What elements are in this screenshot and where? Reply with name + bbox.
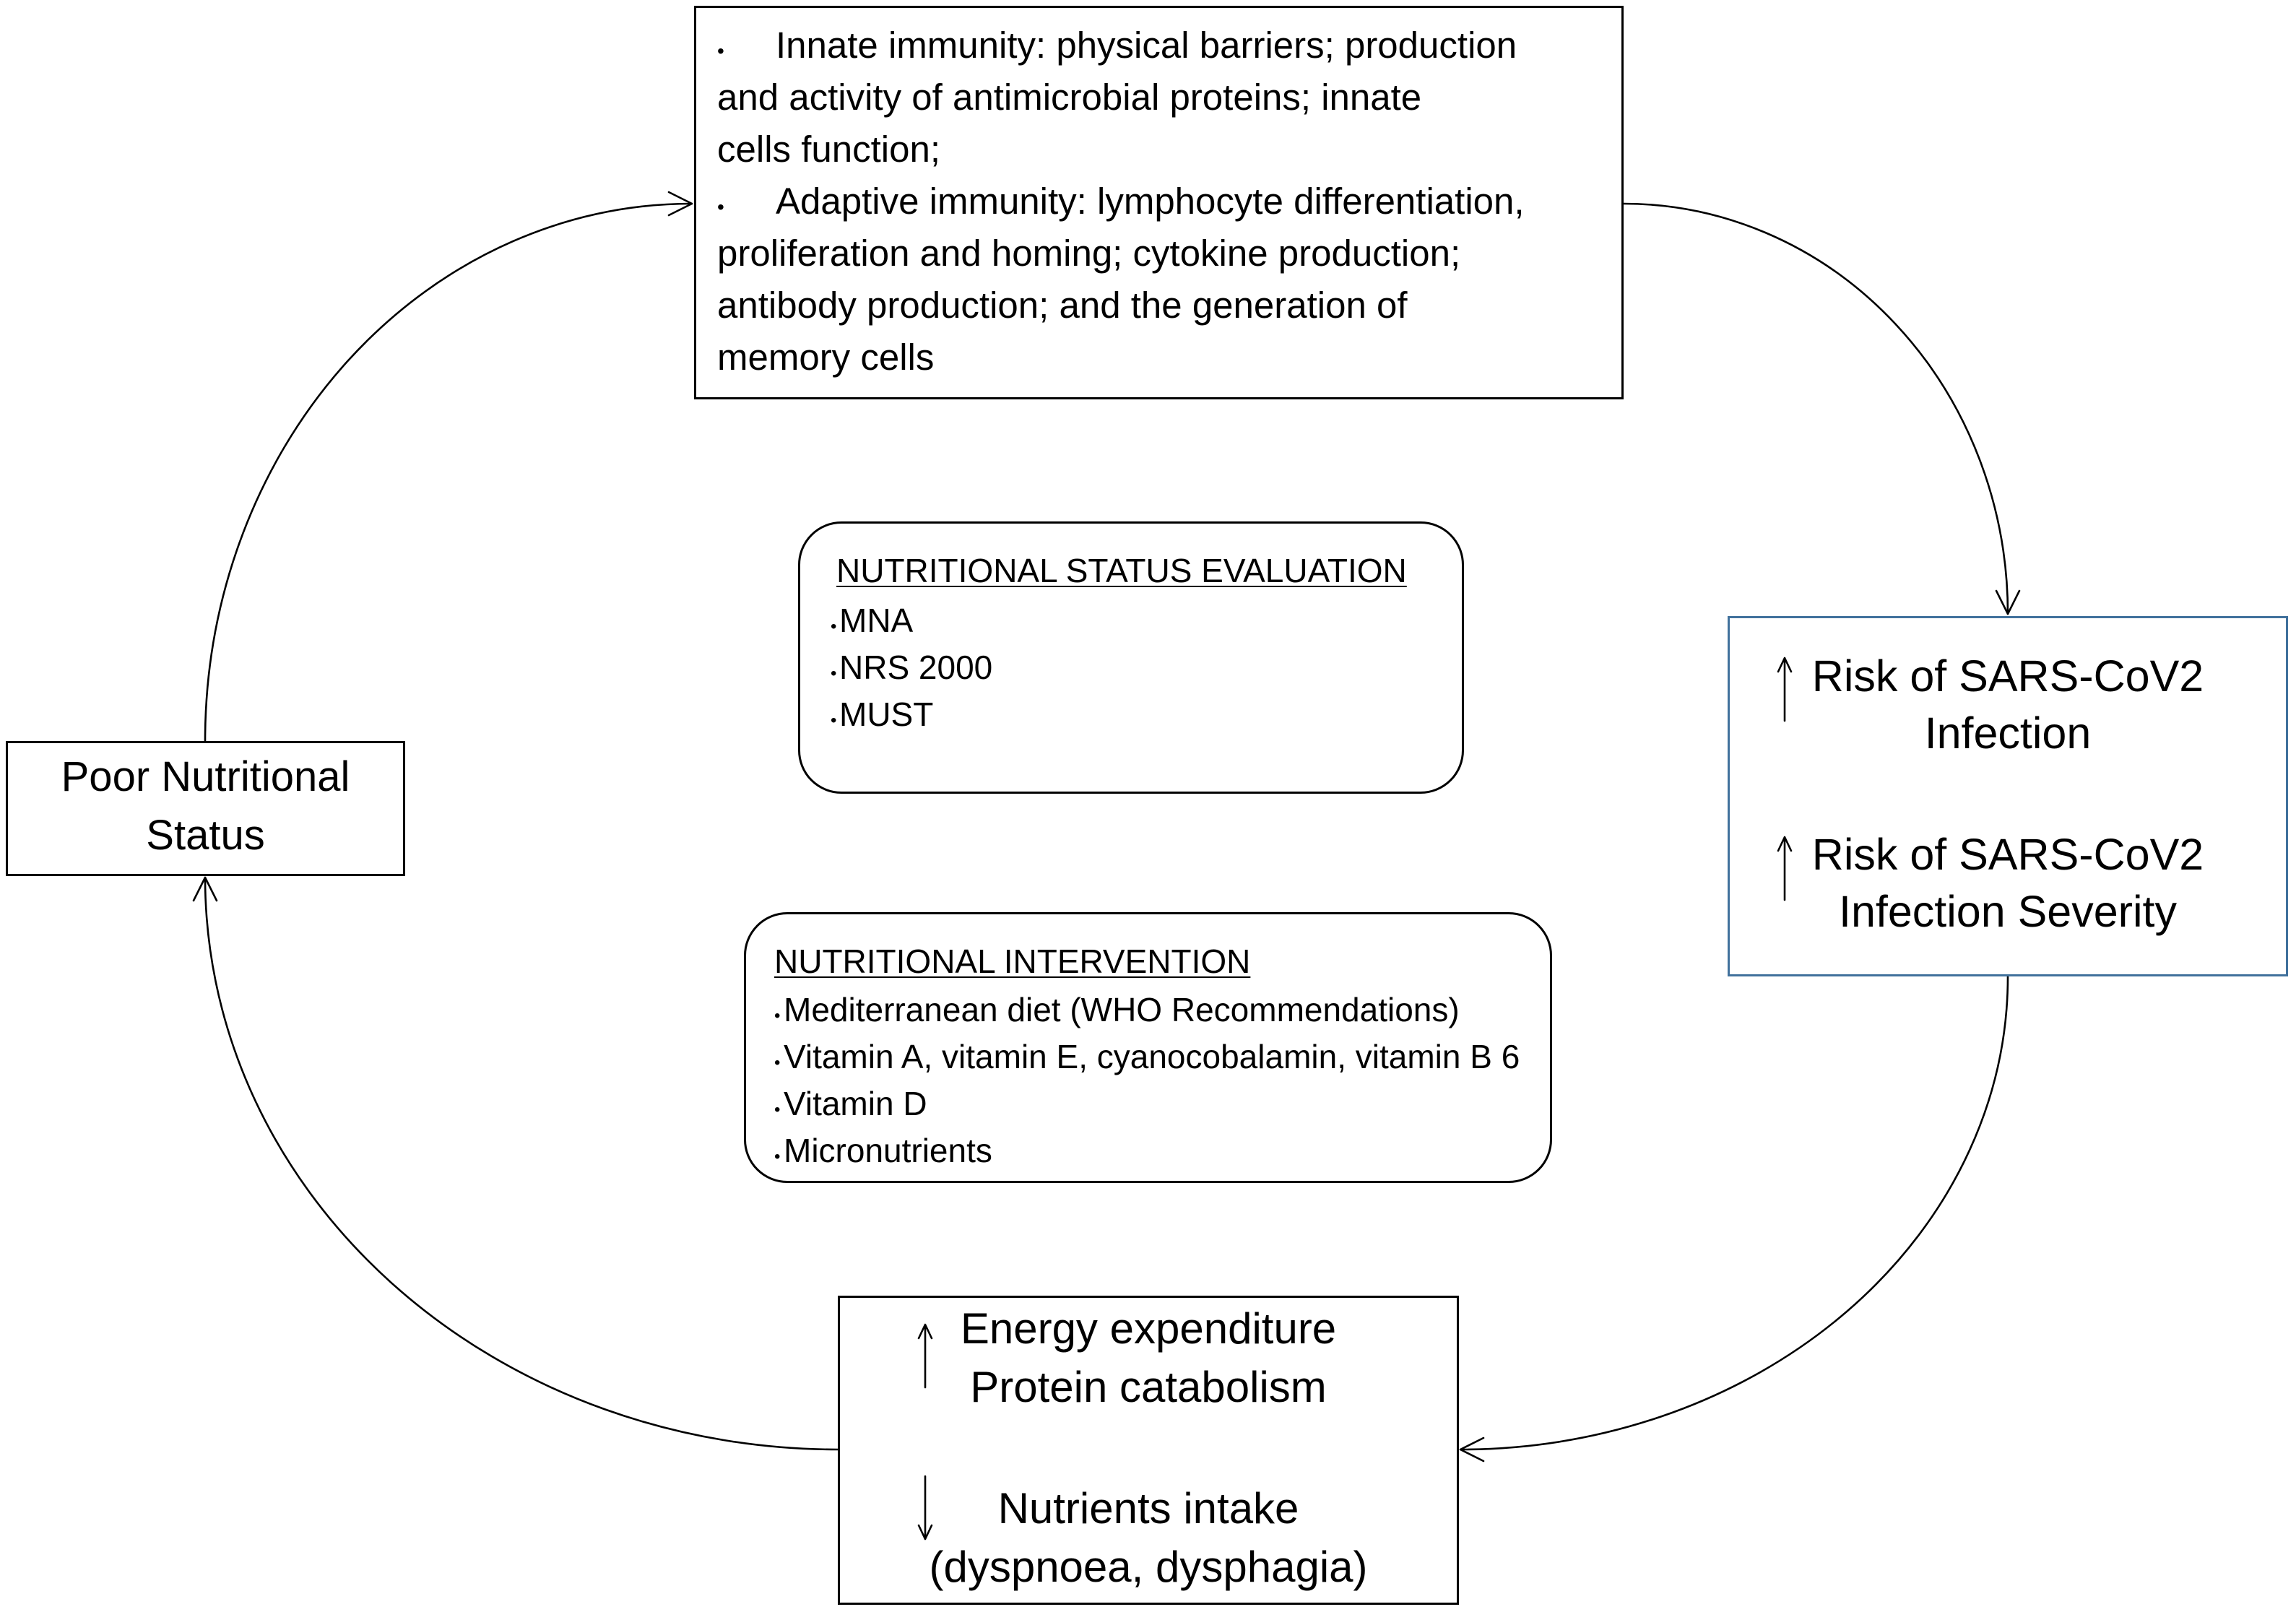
innate-immunity-item: • Innate immunity: physical barriers; pro… [717,20,1621,176]
evaluation-item: •MNA [831,597,1462,644]
arrowhead [192,876,218,902]
bullet: • [774,1147,781,1166]
infection-risk-group: Risk of SARS-CoV2 Infection [1730,648,2286,762]
intervention-item-text: Vitamin D [784,1085,927,1122]
bullet: • [774,1053,781,1072]
bullet: • [717,196,724,218]
arrowhead [1459,1436,1485,1462]
risk-line: Risk of SARS-CoV2 [1811,651,2204,701]
poor-status-line: Status [146,812,265,859]
nutritional-intervention-box: NUTRITIONAL INTERVENTION •Mediterranean … [744,912,1552,1183]
intervention-item: •Mediterranean diet (WHO Recommendations… [774,987,1550,1034]
intervention-item: •Vitamin D [774,1080,1550,1127]
immunity-line: • Adaptive immunity: lymphocyte different… [717,176,1621,228]
immunity-line: antibody production; and the generation … [717,285,1408,326]
intervention-item-text: Micronutrients [784,1132,992,1169]
energy-protein-group: Energy expenditure Protein catabolism [840,1299,1457,1416]
immunity-line: and activity of antimicrobial proteins; … [717,77,1422,118]
risk-line: Risk of SARS-CoV2 [1811,830,2204,879]
arrow-curve [204,202,693,742]
immunity-line-text: Adaptive immunity: lymphocyte differenti… [776,181,1525,222]
bullet: • [831,664,837,683]
intervention-item: •Micronutrients [774,1127,1550,1174]
immunity-line: proliferation and homing; cytokine produ… [717,233,1461,274]
immunity-line: • Innate immunity: physical barriers; pro… [717,20,1621,72]
metabolism-line: Energy expenditure [960,1304,1337,1353]
metabolism-box: Energy expenditure Protein catabolism Nu… [838,1296,1459,1605]
metabolism-line: Protein catabolism [970,1363,1327,1411]
immunity-line: cells function; [717,129,940,170]
intervention-item: •Vitamin A, vitamin E, cyanocobalamin, v… [774,1034,1550,1080]
arrow-curve [204,876,839,1451]
arrow-curve [1459,975,2009,1451]
bullet: • [831,711,837,730]
poor-status-line: Poor Nutritional [61,753,350,800]
arrow-curve [1622,202,2009,615]
arrowhead [1995,589,2021,615]
evaluation-title: NUTRITIONAL STATUS EVALUATION [836,552,1407,589]
down-arrow-icon [917,1475,933,1540]
intervention-title: NUTRITIONAL INTERVENTION [774,942,1251,980]
bullet: • [717,40,724,62]
nutrients-intake-group: Nutrients intake (dyspnoea, dysphagia) [840,1479,1457,1596]
poor-nutritional-status-box: Poor Nutritional Status [6,741,405,876]
immunity-line-text: Innate immunity: physical barriers; prod… [776,25,1517,66]
evaluation-item-text: MNA [839,602,914,639]
metabolism-line: Nutrients intake [997,1484,1299,1533]
immunity-line: memory cells [717,337,935,378]
up-arrow-icon [1777,836,1793,901]
up-arrow-icon [917,1323,933,1389]
arrow-metabolism-to-poor-status [192,876,839,1451]
bullet: • [831,617,837,636]
evaluation-item-text: MUST [839,696,934,733]
adaptive-immunity-item: • Adaptive immunity: lymphocyte different… [717,176,1621,384]
arrow-immunity-to-risk [1622,202,2021,615]
sars-cov2-risk-box: Risk of SARS-CoV2 Infection Risk of SARS… [1728,616,2288,976]
risk-line: Infection [1924,708,2092,758]
evaluation-item: •MUST [831,691,1462,738]
arrow-risk-to-metabolism [1459,975,2009,1462]
evaluation-item-text: NRS 2000 [839,649,993,686]
infection-severity-risk-group: Risk of SARS-CoV2 Infection Severity [1730,826,2286,940]
intervention-item-text: Mediterranean diet (WHO Recommendations) [784,991,1460,1028]
nutritional-status-evaluation-box: NUTRITIONAL STATUS EVALUATION •MNA •NRS … [798,521,1464,794]
arrow-poor-status-to-immunity [204,191,693,742]
evaluation-item: •NRS 2000 [831,644,1462,691]
intervention-item-text: Vitamin A, vitamin E, cyanocobalamin, vi… [784,1038,1520,1075]
bullet: • [774,1006,781,1026]
arrowhead [667,191,693,217]
immune-function-box: • Innate immunity: physical barriers; pro… [694,6,1624,399]
bullet: • [774,1100,781,1119]
metabolism-line: (dyspnoea, dysphagia) [929,1543,1368,1591]
up-arrow-icon [1777,656,1793,722]
risk-line: Infection Severity [1839,887,2177,936]
